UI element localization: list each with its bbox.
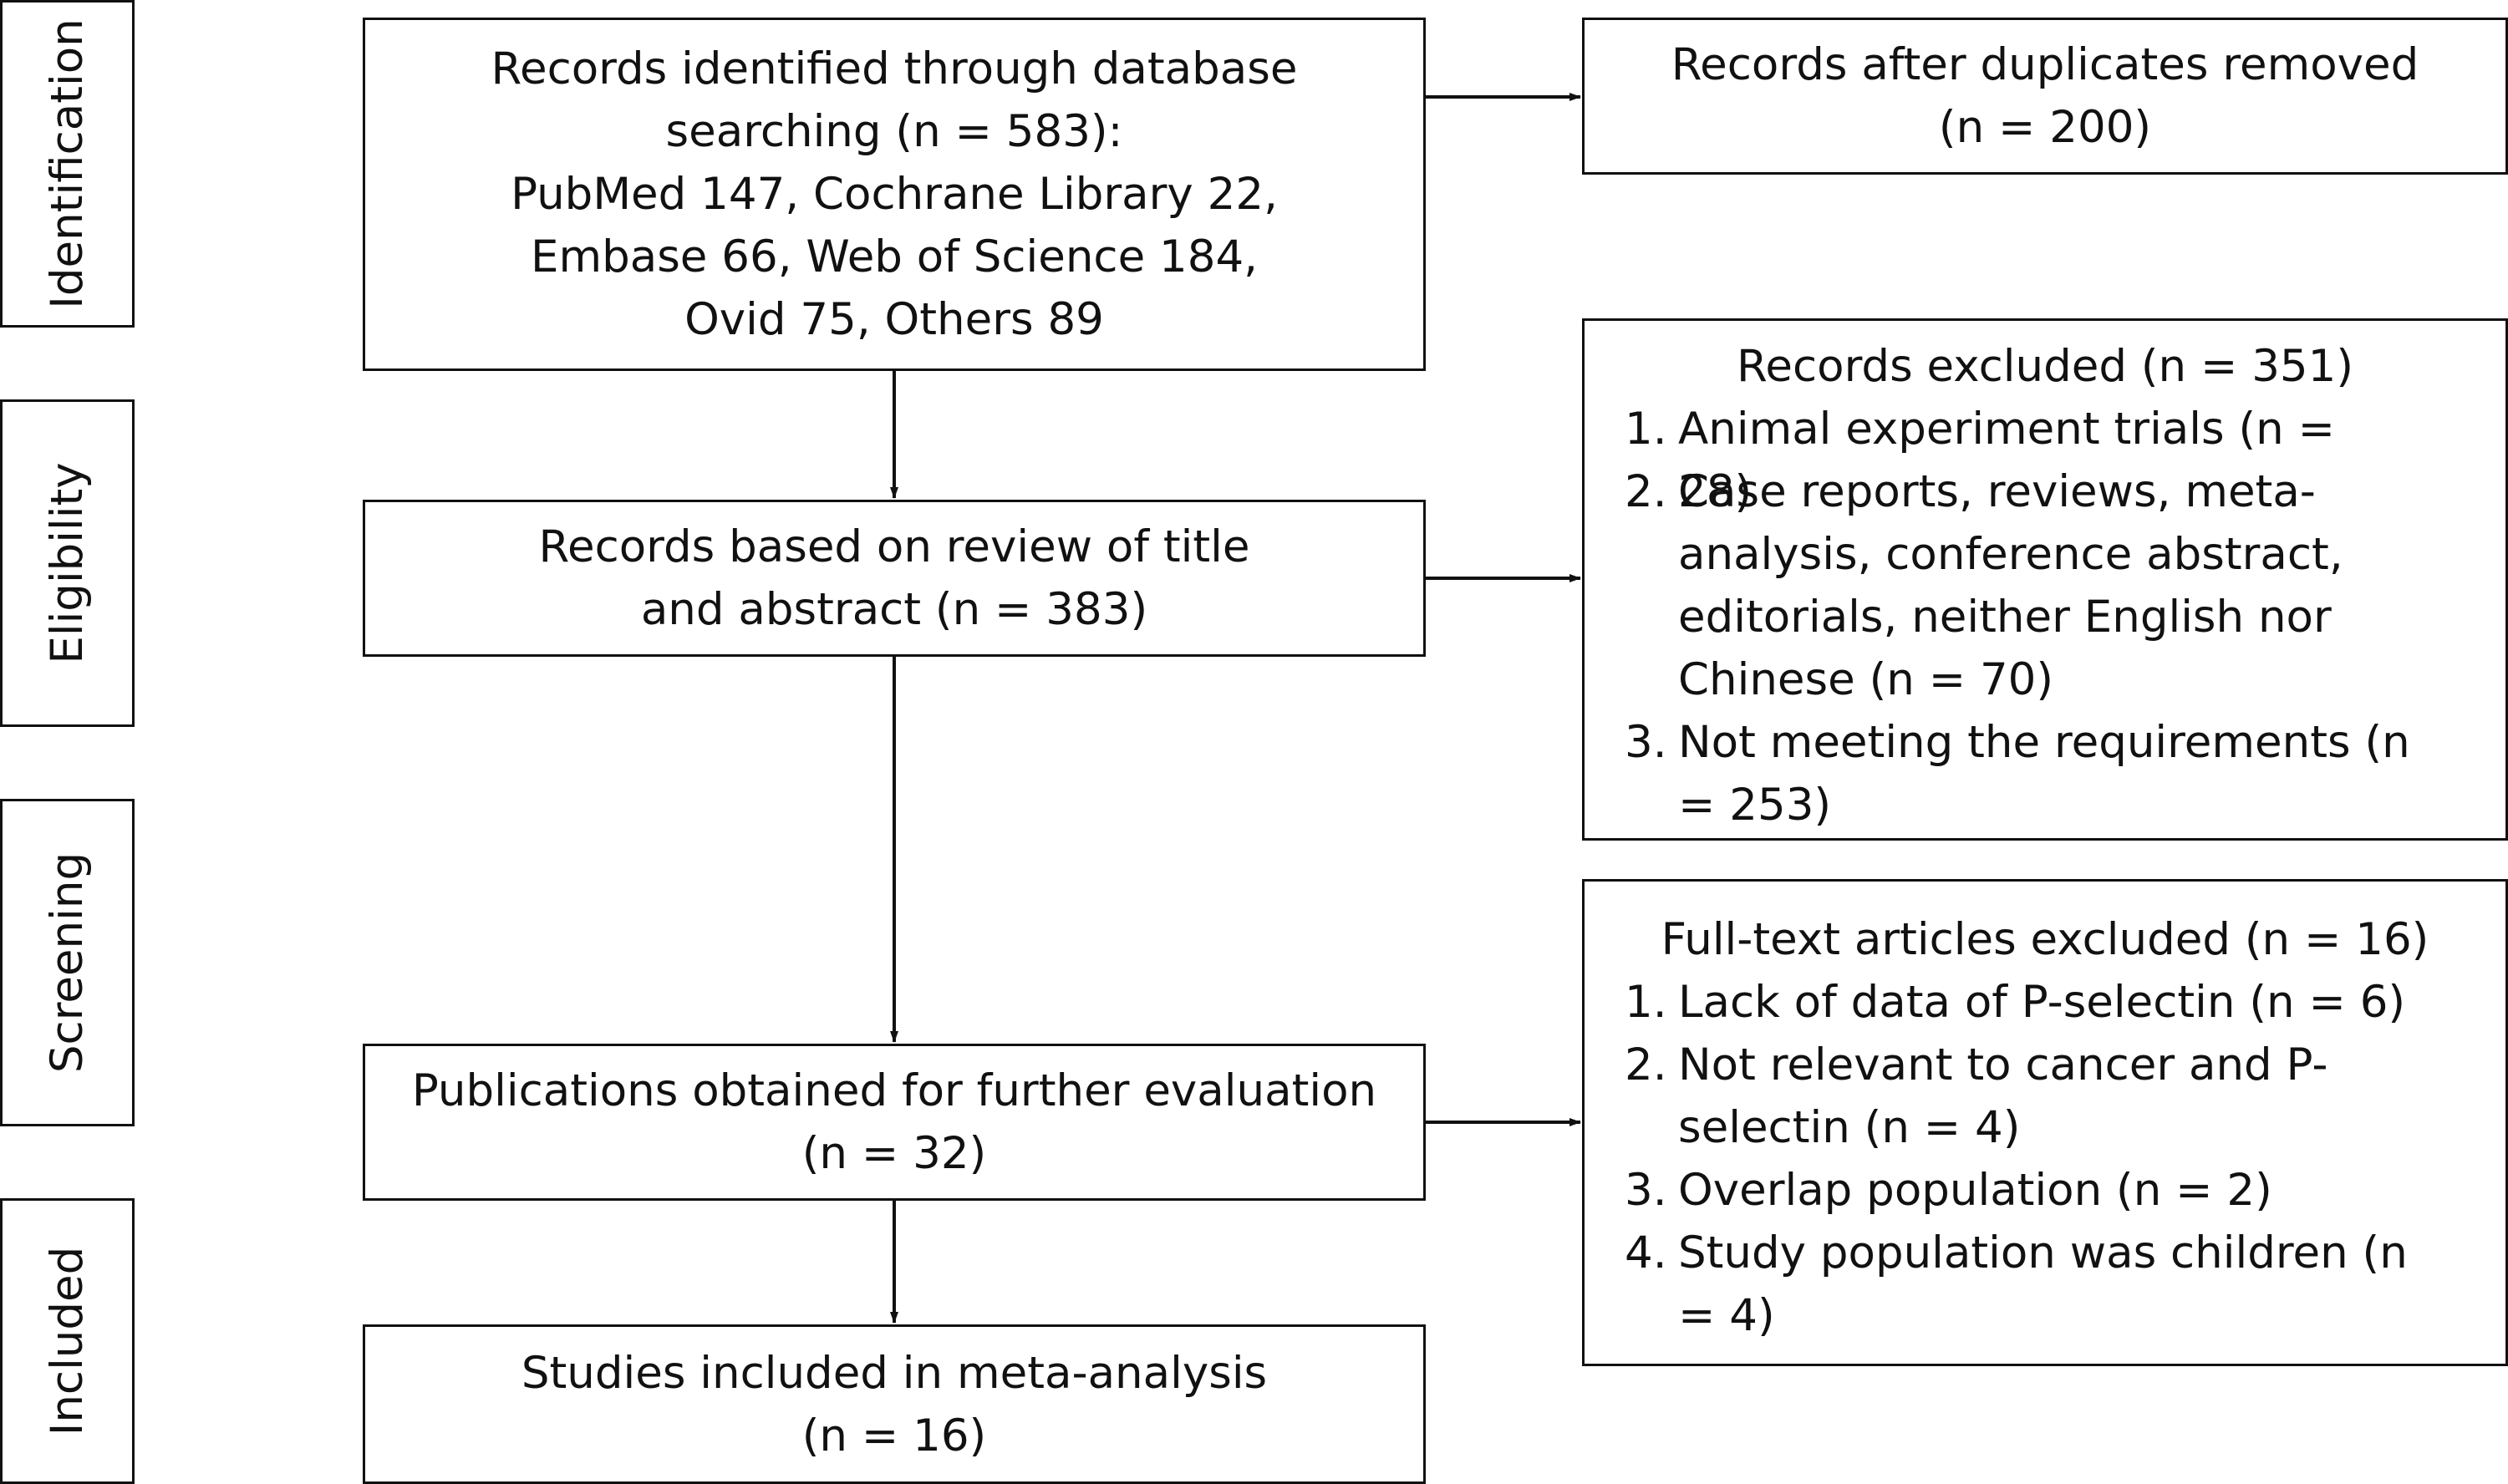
- fulltext-excluded-item-4-text: Study population was children (n = 4): [1678, 1227, 2408, 1341]
- records-identified-line-1: Records identified through database: [491, 43, 1298, 94]
- included-line-2: (n = 16): [801, 1410, 987, 1461]
- further-evaluation-box: Publications obtained for further evalua…: [363, 1044, 1426, 1201]
- fulltext-excluded-title: Full-text articles excluded (n = 16): [1661, 914, 2429, 965]
- records-excluded-item-3-text: Not meeting the requirements (n = 253): [1678, 717, 2410, 831]
- further-evaluation-line-2: (n = 32): [801, 1128, 987, 1179]
- fulltext-excluded-item-3-text: Overlap population (n = 2): [1678, 1165, 2272, 1216]
- included-box: Studies included in meta-analysis (n = 1…: [363, 1324, 1426, 1484]
- stage-eligibility: Eligibility: [0, 399, 135, 727]
- records-excluded-item-2-num: 2.: [1625, 466, 1667, 517]
- records-excluded-item-1-num: 1.: [1625, 404, 1667, 455]
- fulltext-excluded-item-4-num: 4.: [1625, 1227, 1667, 1278]
- fulltext-excluded-item-2-num: 2.: [1625, 1039, 1667, 1090]
- fulltext-excluded-item-1-num: 1.: [1625, 977, 1667, 1028]
- fulltext-excluded-item-2-text: Not relevant to cancer and P-selectin (n…: [1678, 1039, 2328, 1153]
- records-identified-line-3: PubMed 147, Cochrane Library 22,: [511, 169, 1278, 220]
- title-abstract-box: Records based on review of title and abs…: [363, 500, 1426, 657]
- records-excluded-item-2-text: Case reports, reviews, meta-analysis, co…: [1678, 466, 2343, 705]
- records-identified-line-4: Embase 66, Web of Science 184,: [530, 231, 1259, 282]
- stage-included: Included: [0, 1198, 135, 1484]
- fulltext-excluded-box: Full-text articles excluded (n = 16) 1. …: [1582, 879, 2508, 1366]
- duplicates-removed-box: Records after duplicates removed (n = 20…: [1582, 18, 2508, 175]
- stage-identification: Identification: [0, 0, 135, 328]
- duplicates-removed-line-2: (n = 200): [1938, 102, 2152, 153]
- title-abstract-line-2: and abstract (n = 383): [640, 584, 1148, 635]
- records-excluded-box: Records excluded (n = 351) 1. Animal exp…: [1582, 318, 2508, 841]
- title-abstract-line-1: Records based on review of title: [538, 521, 1250, 572]
- stage-screening: Screening: [0, 799, 135, 1126]
- records-identified-line-2: searching (n = 583):: [665, 106, 1123, 157]
- records-identified-box: Records identified through database sear…: [363, 18, 1426, 371]
- records-excluded-title: Records excluded (n = 351): [1736, 341, 2354, 392]
- fulltext-excluded-item-3-num: 3.: [1625, 1165, 1667, 1216]
- fulltext-excluded-item-1-text: Lack of data of P-selectin (n = 6): [1678, 977, 2406, 1028]
- included-line-1: Studies included in meta-analysis: [521, 1347, 1268, 1399]
- records-identified-line-5: Ovid 75, Others 89: [684, 294, 1104, 345]
- duplicates-removed-line-1: Records after duplicates removed: [1671, 39, 2419, 90]
- further-evaluation-line-1: Publications obtained for further evalua…: [411, 1065, 1377, 1116]
- records-excluded-item-3-num: 3.: [1625, 717, 1667, 768]
- records-excluded-item-1-text: Animal experiment trials (n = 28): [1678, 404, 2335, 517]
